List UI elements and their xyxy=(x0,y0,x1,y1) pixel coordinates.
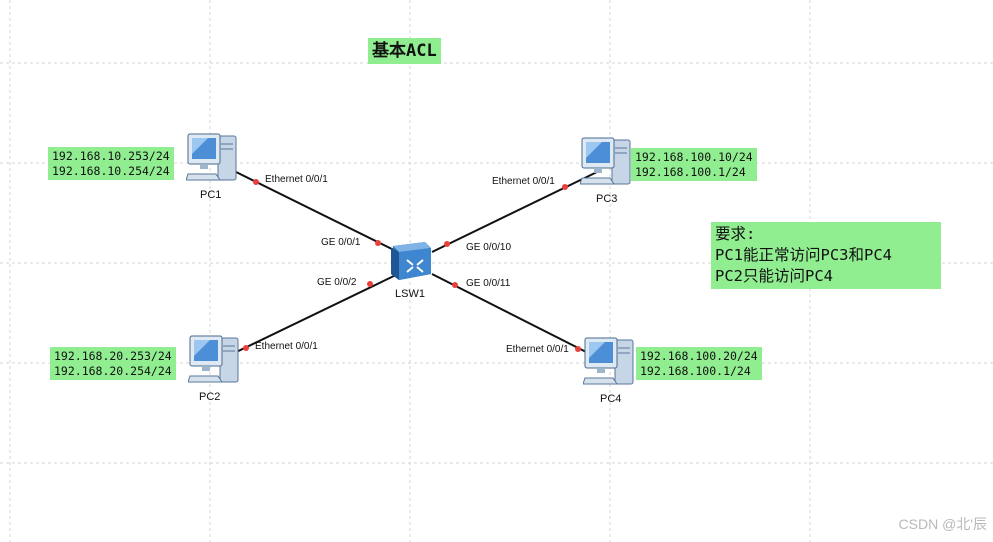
pc3-label: PC3 xyxy=(596,193,618,205)
pc4-port-label: Ethernet 0/0/1 xyxy=(506,344,569,355)
requirements-box: 要求: PC1能正常访问PC3和PC4 PC2只能访问PC4 xyxy=(711,222,941,289)
link-pc4-lsw1 xyxy=(431,273,599,359)
page-title: 基本ACL xyxy=(368,38,441,64)
pc1-ip-box: 192.168.10.253/24 192.168.10.254/24 xyxy=(48,147,174,180)
port-dot-pc1 xyxy=(253,179,259,185)
pc4-ip: 192.168.100.20/24 xyxy=(640,349,758,363)
pc3-ip-box: 192.168.100.10/24 192.168.100.1/24 xyxy=(631,148,757,181)
pc4-ip-box: 192.168.100.20/24 192.168.100.1/24 xyxy=(636,347,762,380)
port-dot-lsw1-ge001 xyxy=(375,240,381,246)
link-pc2-lsw1 xyxy=(227,273,399,357)
lsw1-switch-icon[interactable] xyxy=(387,238,435,284)
lsw1-port-ge001-label: GE 0/0/1 xyxy=(321,237,361,248)
pc3-port-label: Ethernet 0/0/1 xyxy=(492,176,555,187)
requirements-line-2: PC2只能访问PC4 xyxy=(715,267,833,285)
links xyxy=(227,169,599,359)
watermark: CSDN @北'辰 xyxy=(898,516,987,532)
pc3-gateway: 192.168.100.1/24 xyxy=(635,165,746,179)
pc2-computer-icon[interactable] xyxy=(188,332,242,390)
pc3-computer-icon[interactable] xyxy=(580,134,634,192)
lsw1-port-ge0011-label: GE 0/0/11 xyxy=(466,278,511,289)
port-dot-lsw1-ge002 xyxy=(367,281,373,287)
port-dot-pc2 xyxy=(243,345,249,351)
lsw1-port-ge002-label: GE 0/0/2 xyxy=(317,277,357,288)
requirements-line-1: PC1能正常访问PC3和PC4 xyxy=(715,246,892,264)
pc2-gateway: 192.168.20.254/24 xyxy=(54,364,172,378)
port-dot-pc3 xyxy=(562,184,568,190)
pc1-port-label: Ethernet 0/0/1 xyxy=(265,174,328,185)
pc2-port-label: Ethernet 0/0/1 xyxy=(255,341,318,352)
pc2-label: PC2 xyxy=(199,391,221,403)
pc4-computer-icon[interactable] xyxy=(583,334,637,392)
lsw1-port-ge0010-label: GE 0/0/10 xyxy=(466,242,512,253)
pc4-gateway: 192.168.100.1/24 xyxy=(640,364,751,378)
link-pc1-lsw1 xyxy=(231,169,399,253)
pc2-ip-box: 192.168.20.253/24 192.168.20.254/24 xyxy=(50,347,176,380)
pc1-computer-icon[interactable] xyxy=(186,130,240,188)
pc3-ip: 192.168.100.10/24 xyxy=(635,150,753,164)
pc1-label: PC1 xyxy=(200,189,222,201)
link-pc3-lsw1 xyxy=(431,171,598,253)
port-dots xyxy=(243,179,581,352)
lsw1-label: LSW1 xyxy=(395,288,425,300)
requirements-heading: 要求: xyxy=(715,225,756,243)
port-dot-lsw1-ge0010 xyxy=(444,241,450,247)
pc4-label: PC4 xyxy=(600,393,622,405)
port-dot-lsw1-ge0011 xyxy=(452,282,458,288)
pc1-gateway: 192.168.10.254/24 xyxy=(52,164,170,178)
pc1-ip: 192.168.10.253/24 xyxy=(52,149,170,163)
port-dot-pc4 xyxy=(575,346,581,352)
pc2-ip: 192.168.20.253/24 xyxy=(54,349,172,363)
